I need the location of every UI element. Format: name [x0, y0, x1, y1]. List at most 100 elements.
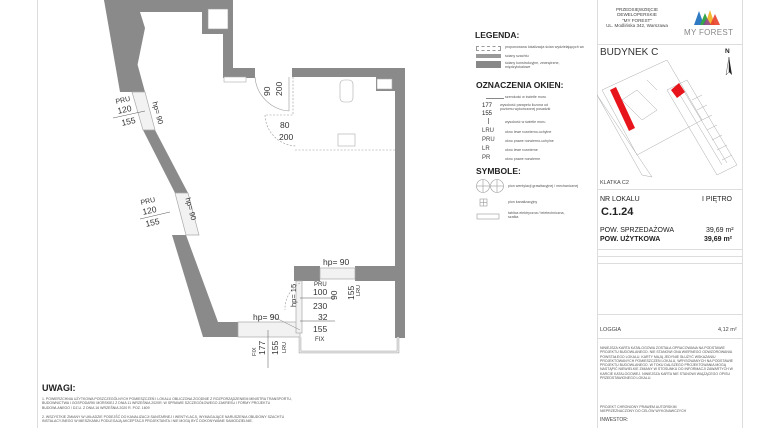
entry-door-width: 90 — [262, 86, 272, 96]
north-label: N — [725, 48, 730, 55]
loggia-area: 4,12 m² — [718, 327, 737, 333]
walls — [104, 0, 405, 338]
legend-item: proponowana lokalizacja ścian wydzielają… — [505, 45, 585, 49]
ventilation-riser-icon — [376, 78, 393, 90]
building-highlight — [610, 87, 635, 131]
loggia-door-height: 230 — [313, 301, 327, 311]
electrical-panel-icon — [223, 76, 247, 83]
symbols-title: SYMBOLE: — [476, 166, 521, 176]
window-note: szerokość w świetle muru — [505, 95, 546, 99]
note-item: 2. WSZYSTKIE ZMIANY W UKŁADZIE PODEJŚĆ D… — [42, 415, 285, 424]
living-window-sill: hp= 90 — [253, 312, 280, 322]
electrical-panel-icon — [476, 213, 500, 220]
window1-height: 155 — [120, 115, 136, 128]
developer-info: PRZEDSIĘWZIĘCIE DEWELOPERSKIE "MY FOREST… — [598, 7, 676, 28]
window-desc: okno lewe rozwierno-uchylne — [505, 130, 552, 134]
sales-area-label: POW. SPRZEDAŻOWA — [600, 227, 675, 234]
dimension-line — [488, 118, 489, 124]
legend-item: ściany konstrukcyjne, zewnętrzne, między… — [505, 61, 560, 70]
developer-line: PRZEDSIĘWZIĘCIE — [615, 7, 659, 12]
window-desc: okno prawe rozwierno-uchylne — [505, 139, 554, 143]
symbol-desc: pion wentylacji grawitacyjnej / mechanic… — [508, 184, 579, 188]
loggia-door-sill: hp= 15 — [289, 284, 298, 307]
wall-left-mid — [143, 130, 188, 193]
symbol-desc: tablica elektryczna / teletechniczna, sz… — [508, 211, 565, 220]
window-2 — [174, 192, 200, 236]
windows-title: OZNACZENIA OKIEN: — [476, 80, 564, 90]
copyright-note: PROJEKT CHRONIONY PRAWEM AUTORSKIM NIEPR… — [600, 405, 687, 414]
legend-item: ściany szachtu — [505, 54, 529, 58]
usable-area-value: 39,69 m² — [704, 236, 733, 243]
loggia-window-type: LRU — [356, 285, 362, 296]
divider — [597, 44, 743, 45]
divider — [597, 256, 743, 257]
logo-text: MY FOREST — [684, 28, 734, 37]
dimension-line — [486, 98, 504, 99]
staircase-label: KLATKA C2 — [600, 180, 629, 186]
living-window-width: 177 — [257, 341, 267, 355]
legend-swatch-wc — [476, 46, 501, 51]
entry-door-height: 200 — [274, 82, 284, 96]
wall-loggia-left — [294, 266, 320, 281]
symbol-desc: pion kanalizacyjny — [508, 200, 538, 204]
window-code: LR — [482, 146, 490, 152]
developer-address: UL. Modlińska 342, Warszawa — [606, 22, 668, 28]
living-window — [237, 321, 301, 338]
living-window-type: LRU — [282, 342, 288, 353]
bath-door-height: 200 — [279, 132, 293, 142]
window-code: PRU — [482, 137, 495, 143]
floor-plan: 90 200 80 200 PRU 120 155 hp= 90 PRU 120… — [104, 0, 405, 368]
panel-border-right — [742, 0, 743, 428]
loggia-door — [295, 280, 303, 334]
window1-width: 120 — [116, 103, 132, 116]
sink-icon — [337, 133, 356, 147]
window-example-width: 177 — [482, 103, 493, 109]
window1-type: PRU — [115, 96, 131, 106]
north-arrow-icon — [725, 57, 732, 76]
legend-swatch-shaft — [476, 54, 501, 58]
loggia-door-sill-value: 32 — [318, 312, 328, 322]
window2-width: 120 — [141, 204, 157, 217]
loggia-door-type: PRU — [314, 282, 327, 288]
wall-left-bottom — [172, 235, 238, 337]
window-note: wysokość parapetu liczona od poziomu wyk… — [500, 103, 551, 112]
living-window-height: 155 — [270, 341, 280, 355]
divider — [597, 249, 743, 250]
developer-line: "MY FOREST" — [622, 17, 652, 23]
developer-line: DEWELOPERSKIE — [617, 12, 657, 18]
investor-label: INWESTOR: — [600, 417, 629, 423]
window-descs: okno lewe rozwierno-uchylne okno prawe r… — [505, 128, 554, 164]
divider — [597, 263, 743, 264]
loggia-label: LOGGIA — [600, 327, 622, 333]
window-desc: okno lewe rozwierne — [505, 148, 538, 152]
site-map — [597, 60, 738, 178]
usable-area-label: POW. UŻYTKOWA — [600, 236, 661, 243]
building-label: BUDYNEK C — [600, 47, 659, 58]
window-desc: okno prawe rozwierne — [505, 157, 541, 161]
frame-line — [37, 0, 38, 428]
divider — [597, 314, 743, 315]
wall-bath-top — [292, 68, 405, 77]
loggia-window — [319, 267, 356, 280]
wall-right — [395, 68, 405, 338]
unit-floor: I PIĘTRO — [702, 196, 732, 203]
unit-highlight — [671, 83, 685, 98]
wall-loggia-right — [355, 266, 395, 281]
window-code: PR — [482, 155, 491, 161]
window-note: wysokość w świetle muru — [505, 120, 546, 124]
loggia-fix-type: FIX — [315, 337, 324, 343]
notes-title: UWAGI: — [42, 383, 76, 393]
loggia-door-width2: 90 — [329, 290, 339, 300]
loggia-window-sill: hp= 90 — [323, 257, 350, 267]
window-code: LRU — [482, 128, 495, 134]
sales-area-value: 39,69 m² — [706, 227, 734, 234]
window-1 — [131, 91, 156, 131]
my-forest-logo-icon — [694, 10, 720, 25]
unit-number-label: NR LOKALU — [600, 196, 640, 203]
loggia-fix-height: 155 — [313, 324, 327, 334]
window2-type: PRU — [140, 197, 156, 207]
wall-entry — [223, 68, 255, 78]
bath-door-width: 80 — [280, 120, 290, 130]
window-example-height: 155 — [482, 111, 493, 117]
unit-number: C.1.24 — [601, 206, 634, 218]
